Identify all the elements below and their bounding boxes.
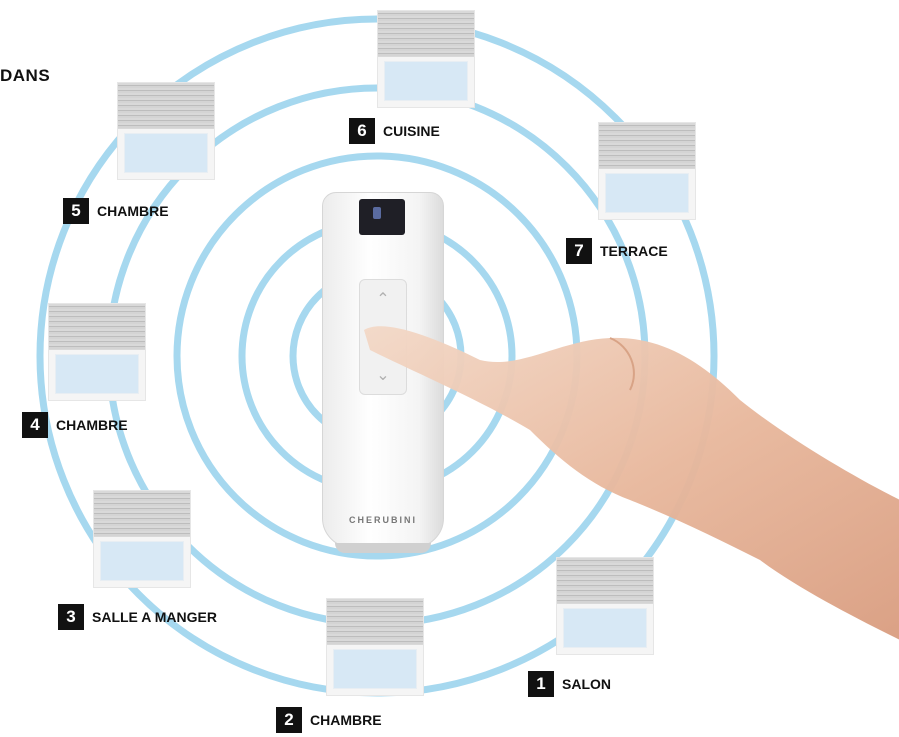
- room-number-badge: 3: [58, 604, 84, 630]
- room-number-badge: 2: [276, 707, 302, 733]
- room-label-7: 7 TERRACE: [566, 238, 668, 264]
- room-number-badge: 1: [528, 671, 554, 697]
- remote-display: [359, 199, 405, 235]
- room-name: TERRACE: [600, 243, 668, 259]
- room-number-badge: 4: [22, 412, 48, 438]
- blind-icon[interactable]: [117, 82, 215, 180]
- room-label-3: 3 SALLE A MANGER: [58, 604, 217, 630]
- room-label-5: 5 CHAMBRE: [63, 198, 169, 224]
- room-name: SALON: [562, 676, 611, 692]
- blind-icon[interactable]: [377, 10, 475, 108]
- room-label-4: 4 CHAMBRE: [22, 412, 128, 438]
- room-label-6: 6 CUISINE: [349, 118, 440, 144]
- room-number-badge: 5: [63, 198, 89, 224]
- blind-icon[interactable]: [48, 303, 146, 401]
- room-name: CUISINE: [383, 123, 440, 139]
- room-label-1: 1 SALON: [528, 671, 611, 697]
- room-number-badge: 7: [566, 238, 592, 264]
- room-name: SALLE A MANGER: [92, 609, 217, 625]
- hand-pointer: [360, 310, 899, 640]
- blind-icon[interactable]: [598, 122, 696, 220]
- room-name: CHAMBRE: [56, 417, 128, 433]
- room-name: CHAMBRE: [310, 712, 382, 728]
- room-number-badge: 6: [349, 118, 375, 144]
- blind-icon[interactable]: [93, 490, 191, 588]
- room-label-2: 2 CHAMBRE: [276, 707, 382, 733]
- room-name: CHAMBRE: [97, 203, 169, 219]
